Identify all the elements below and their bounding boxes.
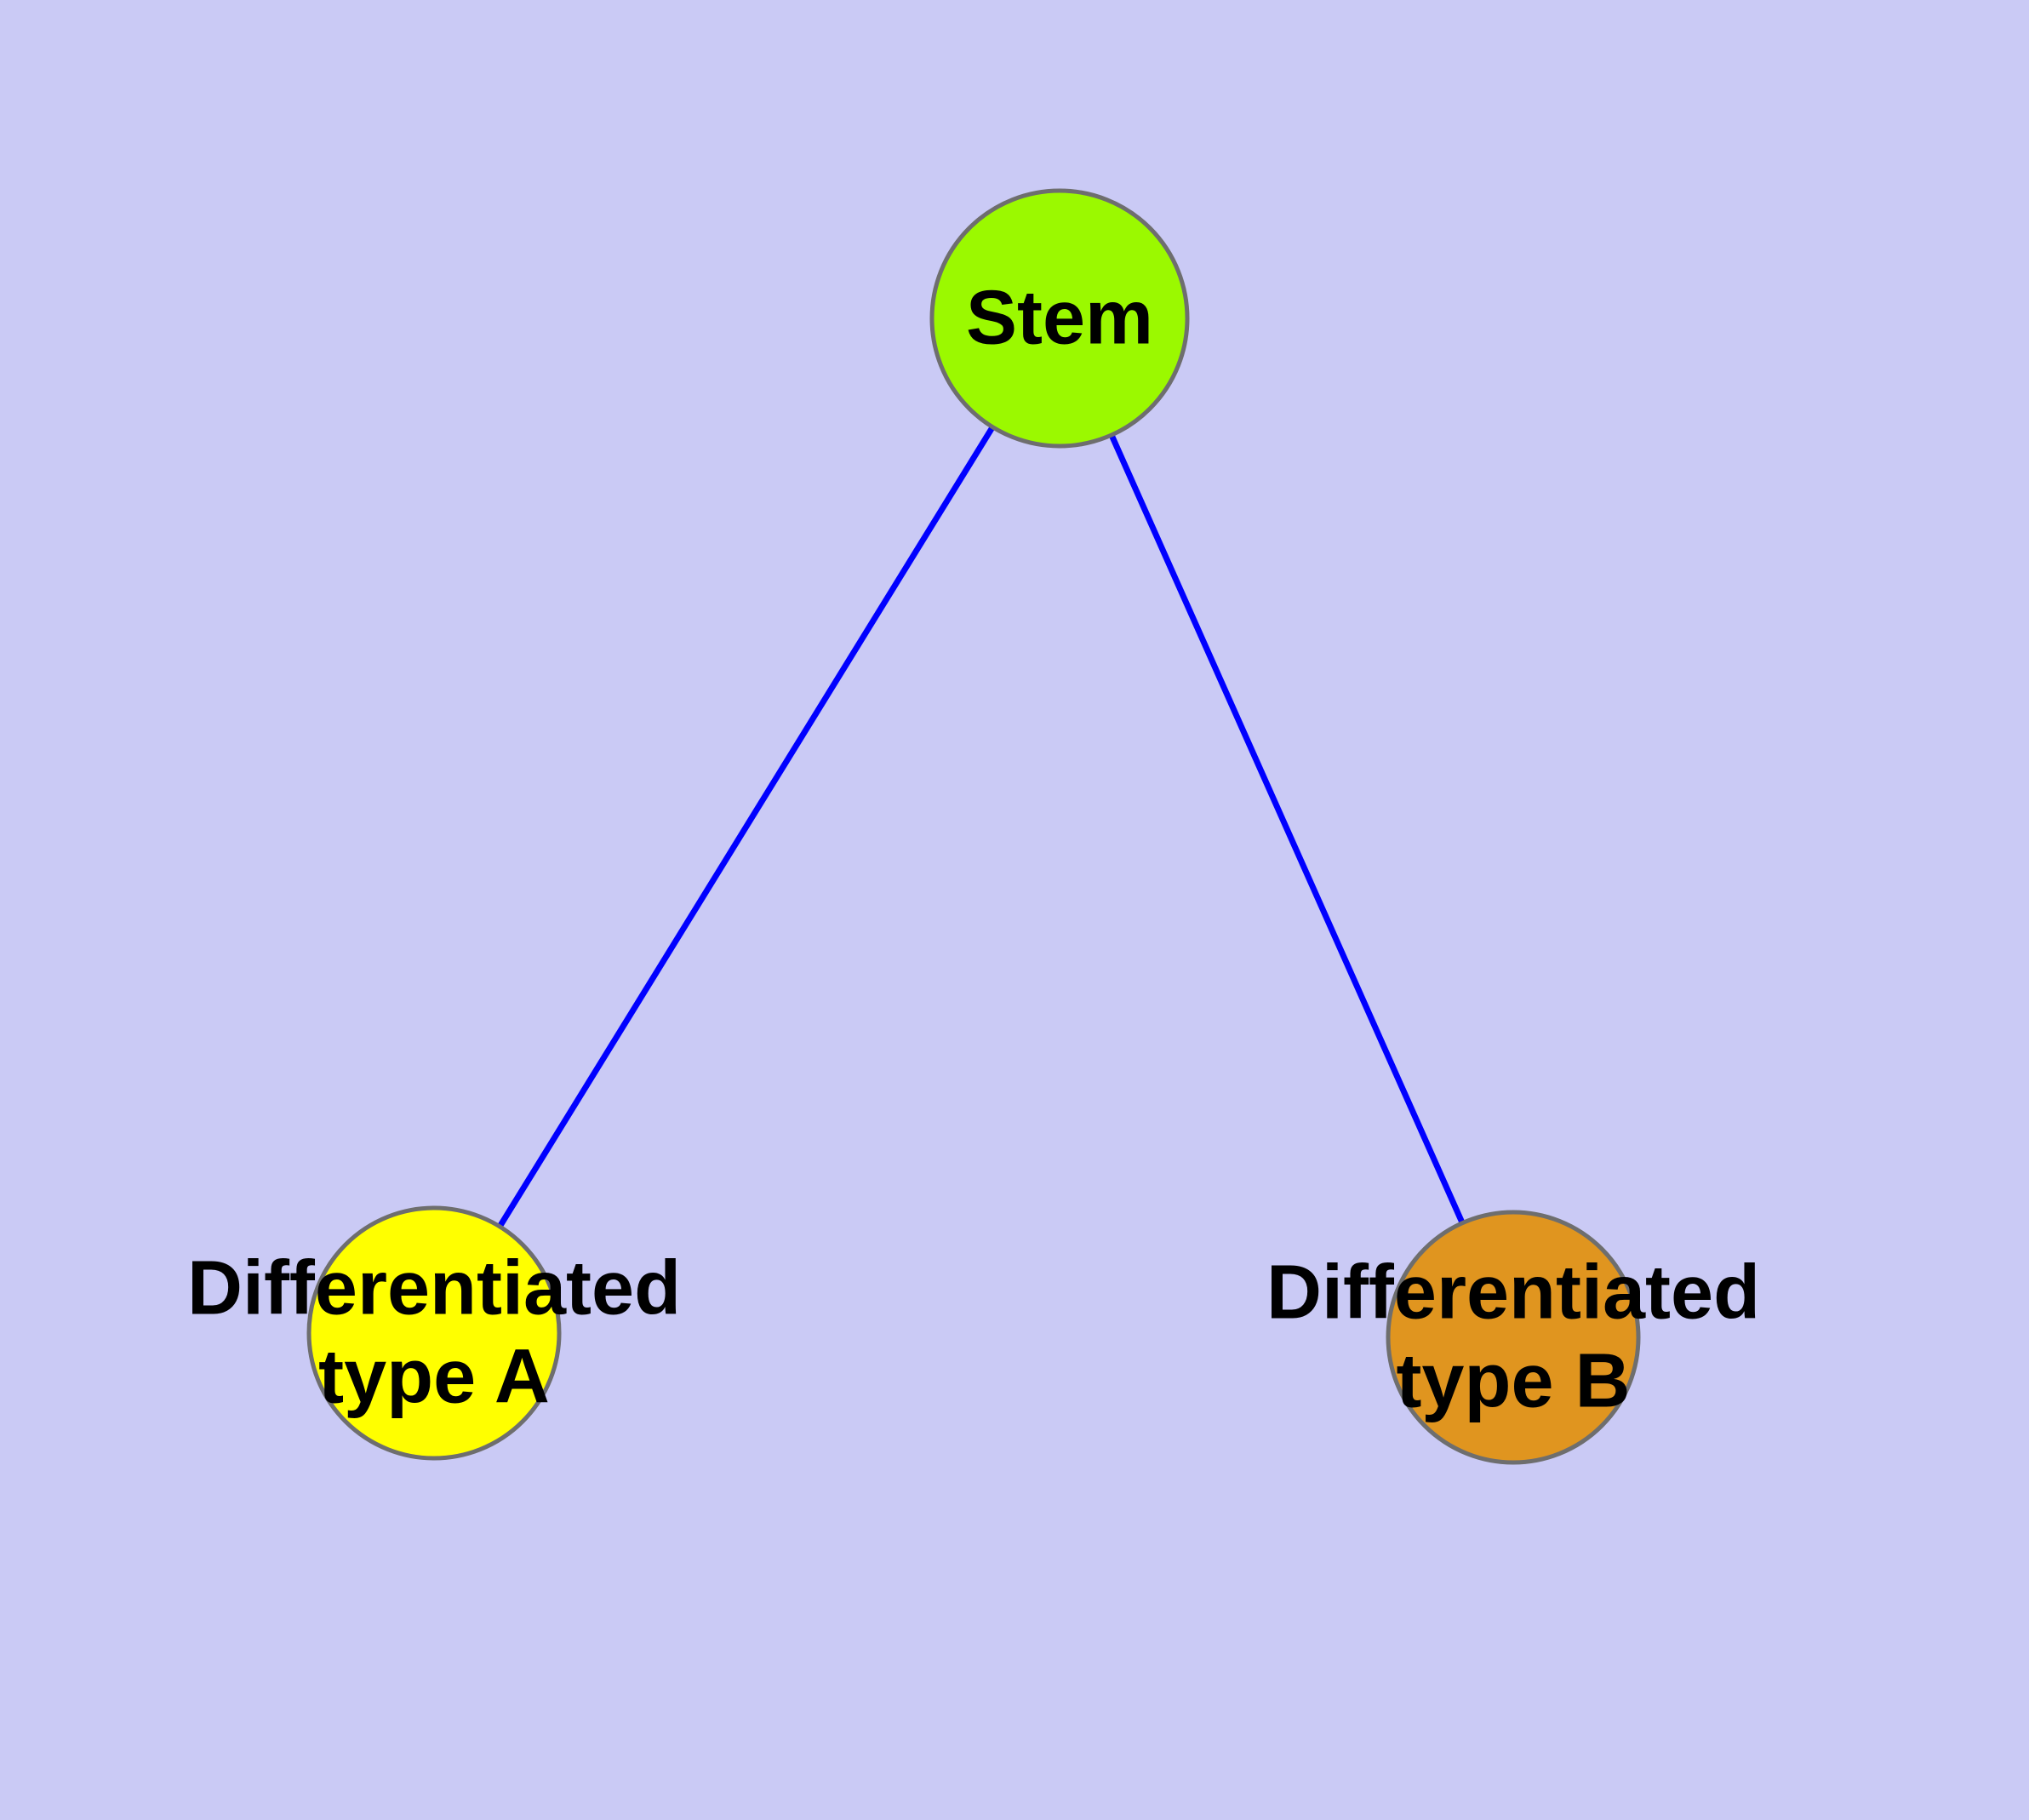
node-stem-circle — [929, 188, 1190, 449]
node-differentiated-type-b-circle — [1386, 1210, 1641, 1465]
edge-stem-to-differentiated-type-a — [432, 317, 1062, 1335]
edge-stem-to-differentiated-type-b — [1056, 317, 1517, 1339]
node-differentiated-type-a-circle — [306, 1205, 562, 1461]
